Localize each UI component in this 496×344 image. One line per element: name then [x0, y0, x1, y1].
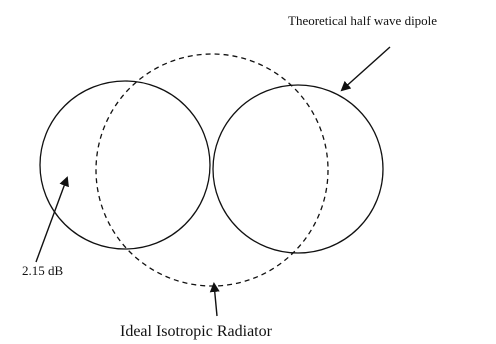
isotropic-radiator-circle — [95, 53, 329, 287]
dipole-label: Theoretical half wave dipole — [288, 13, 437, 28]
isotropic-label: Ideal Isotropic Radiator — [120, 323, 273, 340]
gain-arrow — [35, 176, 69, 263]
gain-label: 2.15 dB — [22, 263, 64, 278]
dipole-arrow — [340, 46, 391, 92]
isotropic-arrow — [209, 282, 220, 317]
dipole-lobe-left — [39, 80, 211, 250]
dipole-lobe-right — [212, 84, 384, 254]
